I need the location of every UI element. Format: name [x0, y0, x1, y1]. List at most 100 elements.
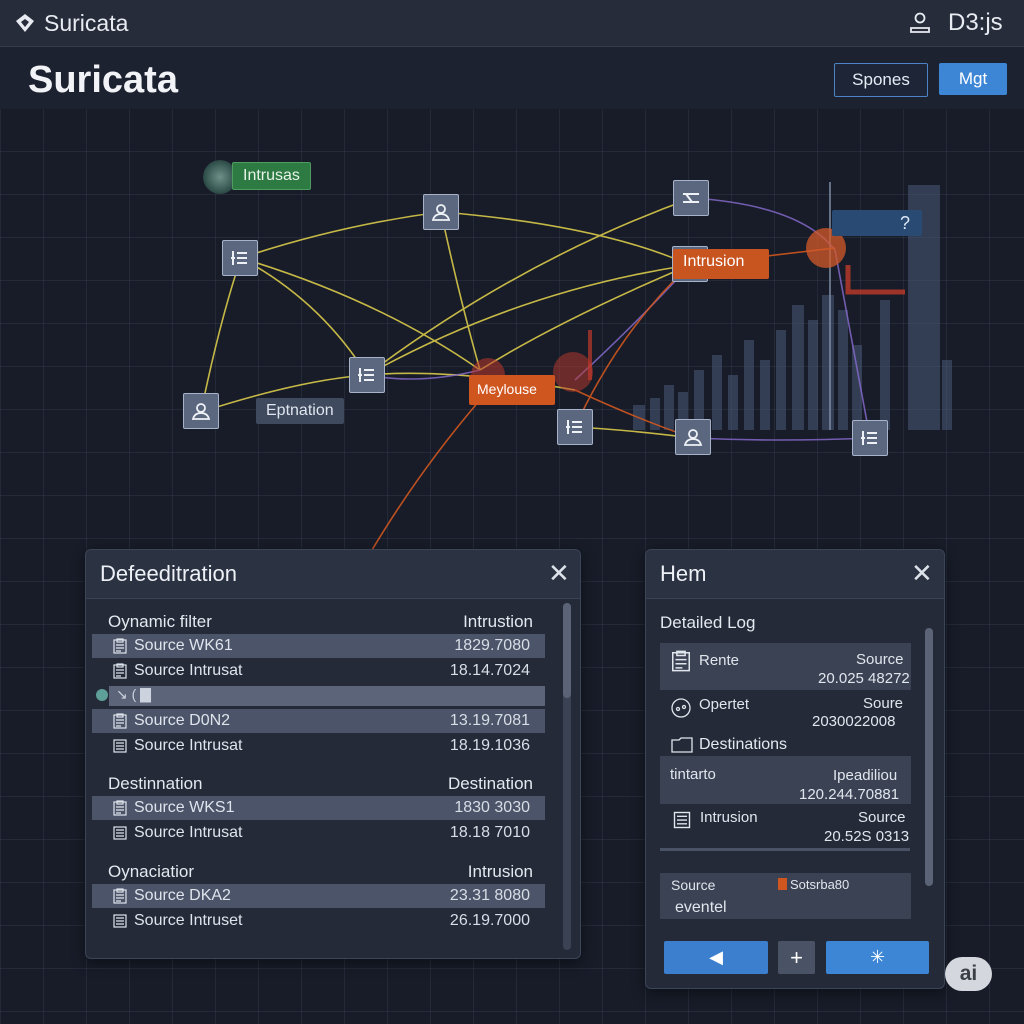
close-icon[interactable]: ✕ [548, 558, 570, 588]
folder-icon [671, 737, 693, 753]
destinations-label: Destinations [699, 736, 788, 753]
log-node[interactable] [557, 409, 593, 445]
row-value: 1830 3030 [454, 799, 530, 816]
close-icon[interactable]: ✕ [911, 558, 933, 588]
user-icon [431, 204, 451, 221]
list-icon [861, 431, 877, 445]
table-row[interactable]: Source DKA2 23.31 8080 [92, 884, 545, 908]
entry-column: Source [858, 809, 906, 826]
ai-badge[interactable]: ai [945, 957, 992, 991]
entry-label: Opertet [699, 696, 750, 713]
log-entry-rente[interactable] [660, 643, 911, 690]
tool-node[interactable] [673, 180, 709, 216]
row-value: 18.14.7024 [449, 662, 530, 679]
section-header: Oynamic filter Intrustion [108, 612, 533, 632]
panel-title: Defeeditration [100, 561, 237, 586]
user-icon [683, 429, 703, 446]
user-icon [191, 403, 211, 420]
status-dot [203, 160, 237, 194]
meylouse-label[interactable]: Meylouse [469, 375, 555, 405]
list-icon [113, 826, 127, 840]
table-row[interactable]: Source Intrusat 18.18 7010 [92, 821, 545, 845]
intrusas-label[interactable]: Intrusas [232, 162, 311, 190]
log-node[interactable] [852, 420, 888, 456]
source-tag-color [778, 878, 787, 890]
tool-icon [683, 193, 699, 203]
table-row[interactable]: Source WKS1 1830 3030 [92, 796, 545, 820]
suricata-logo-icon [16, 14, 34, 32]
intrusion-label[interactable]: Intrusion [673, 249, 769, 279]
table-row[interactable]: Source D0N2 13.19.7081 [92, 709, 545, 733]
entry-column: Source [856, 651, 904, 668]
filter-input[interactable] [109, 686, 545, 706]
entry-value: 20.025 48272 [818, 670, 910, 687]
row-label: Source WKS1 [134, 799, 235, 816]
section-title: Oynaciatior [108, 862, 194, 881]
clipboard-icon [113, 638, 127, 654]
section-header: Destinnation Destination [108, 774, 533, 794]
table-row[interactable]: Source WK61 1829.7080 [92, 634, 545, 658]
back-button[interactable]: ◀ [664, 941, 768, 974]
log-entry-tintarto[interactable] [660, 756, 911, 804]
entry-value: 2030022008 [812, 713, 896, 730]
eptnation-label[interactable]: Eptnation [256, 398, 344, 424]
filter-input-value: ↘ ( ▇ [116, 686, 151, 702]
source-value: eventel [675, 899, 727, 916]
row-label: Source Intrusat [134, 662, 243, 679]
scrollbar[interactable] [925, 628, 933, 886]
entry-column: Ipeadiliou [833, 767, 898, 784]
user-icon[interactable] [908, 10, 932, 34]
clipboard-icon [113, 663, 127, 679]
add-button[interactable]: + [778, 941, 815, 974]
query-label[interactable]: ? [832, 210, 922, 236]
row-value: 23.31 8080 [449, 887, 530, 904]
user-node[interactable] [183, 393, 219, 429]
top-bar: Suricata D3:js [0, 0, 1024, 47]
row-label: Source Intrusat [134, 824, 243, 841]
detailed-log-title: Detailed Log [660, 613, 756, 632]
clipboard-icon [113, 713, 127, 729]
log-node[interactable] [222, 240, 258, 276]
row-label: Source Intruset [134, 912, 243, 929]
entry-column: Soure [863, 695, 904, 712]
panel-header: Defeeditration ✕ [86, 550, 580, 599]
list-icon [566, 420, 582, 434]
entry-label: Intrusion [700, 809, 758, 826]
table-row[interactable]: Source Intrusat 18.19.1036 [92, 734, 545, 758]
row-label: Source DKA2 [134, 887, 231, 904]
mgt-button[interactable]: Mgt [939, 63, 1007, 95]
user-name[interactable]: D3:js [948, 9, 1003, 36]
row-value: 26.19.7000 [449, 912, 530, 929]
spones-button[interactable]: Spones [834, 63, 928, 97]
row-value: 18.18 7010 [449, 824, 530, 841]
table-row[interactable]: Source Intruset 26.19.7000 [92, 909, 545, 933]
clipboard-icon [113, 800, 127, 816]
filter-status-dot [96, 689, 108, 701]
star-button[interactable]: ✳ [826, 941, 929, 974]
section-title: Oynamic filter [108, 612, 212, 631]
column-header: Intrustion [463, 612, 533, 631]
list-icon [231, 251, 247, 265]
app-name: Suricata [44, 10, 129, 36]
scrollbar-thumb[interactable] [563, 603, 571, 698]
row-label: Source D0N2 [134, 712, 231, 729]
row-label: Source Intrusat [134, 737, 243, 754]
list-icon [673, 811, 691, 829]
log-node[interactable] [349, 357, 385, 393]
clipboard-icon [113, 888, 127, 904]
panel-title: Hem [660, 561, 707, 586]
panel-header: Hem ✕ [646, 550, 944, 599]
entry-value: 120.244.70881 [799, 786, 900, 803]
table-row[interactable]: Source Intrusat 18.14.7024 [92, 659, 545, 683]
user-node[interactable] [423, 194, 459, 230]
scrollbar[interactable] [563, 603, 571, 950]
clipboard-icon [671, 650, 691, 672]
scrollbar-thumb[interactable] [925, 628, 933, 886]
row-value: 1829.7080 [454, 637, 530, 654]
row-label: Source WK61 [134, 637, 233, 654]
section-header: Oynaciatior Intrusion [108, 862, 533, 882]
user-node[interactable] [675, 419, 711, 455]
page-header: Suricata Spones Mgt [0, 47, 1024, 109]
column-header: Destination [447, 774, 533, 793]
entry-value: 20.52S 0313 [824, 828, 910, 845]
